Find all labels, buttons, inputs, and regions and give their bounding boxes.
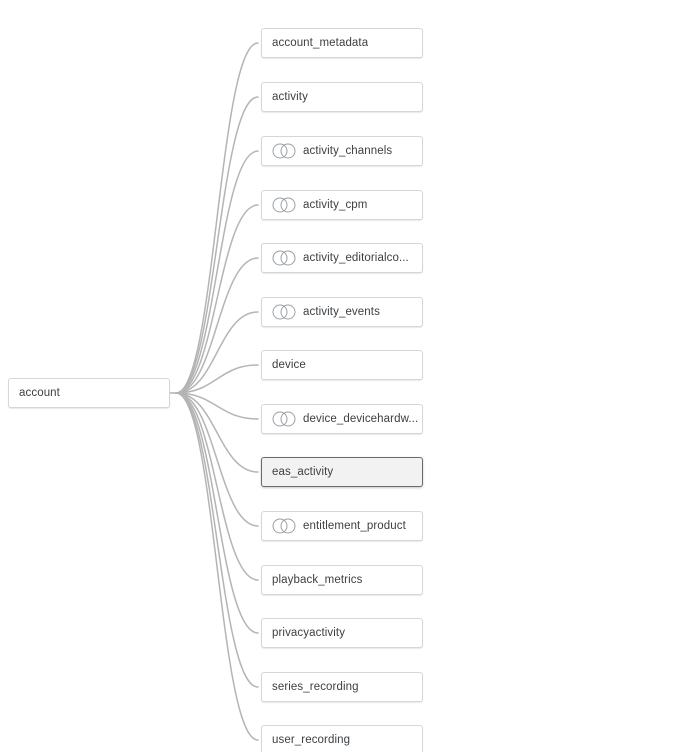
graph-edge-2: [175, 96, 259, 394]
join-relationship-icon: [272, 518, 296, 534]
node-label: series_recording: [272, 681, 359, 693]
join-relationship-icon: [272, 197, 296, 213]
node-label: eas_activity: [272, 466, 334, 478]
graph-node-2[interactable]: activity: [261, 82, 423, 112]
node-label: privacyactivity: [272, 627, 346, 639]
graph-edge-14: [175, 392, 259, 741]
graph-node-3[interactable]: activity_channels: [261, 136, 423, 166]
graph-node-root[interactable]: account: [8, 378, 170, 408]
graph-edge-8: [175, 392, 259, 420]
graph-node-13[interactable]: series_recording: [261, 672, 423, 702]
graph-node-12[interactable]: privacyactivity: [261, 618, 423, 648]
graph-node-14[interactable]: user_recording: [261, 725, 423, 752]
graph-node-5[interactable]: activity_editorialco...: [261, 243, 423, 273]
graph-edge-6: [175, 311, 259, 394]
graph-node-8[interactable]: device_devicehardw...: [261, 404, 423, 434]
join-relationship-icon: [272, 411, 296, 427]
node-label: account_metadata: [272, 37, 369, 49]
graph-edge-3: [175, 150, 259, 394]
graph-node-4[interactable]: activity_cpm: [261, 190, 423, 220]
graph-edge-12: [175, 392, 259, 634]
node-label: activity_cpm: [303, 199, 368, 211]
node-label: activity: [272, 91, 308, 103]
node-label: activity_events: [303, 306, 380, 318]
node-label: account: [19, 387, 60, 399]
node-label: user_recording: [272, 734, 351, 746]
graph-node-selected[interactable]: eas_activity: [261, 457, 423, 487]
graph-node-1[interactable]: account_metadata: [261, 28, 423, 58]
node-label: device: [272, 359, 306, 371]
join-relationship-icon: [272, 250, 296, 266]
graph-edge-10: [175, 392, 259, 527]
graph-node-6[interactable]: activity_events: [261, 297, 423, 327]
graph-edge-9: [175, 392, 259, 473]
node-label: activity_channels: [303, 145, 393, 157]
node-label: device_devicehardw...: [303, 413, 419, 425]
graph-node-10[interactable]: entitlement_product: [261, 511, 423, 541]
graph-edge-11: [175, 392, 259, 581]
graph-edge-13: [175, 392, 259, 688]
graph-edge-5: [175, 257, 259, 394]
node-label: playback_metrics: [272, 574, 363, 586]
join-relationship-icon: [272, 143, 296, 159]
node-label: entitlement_product: [303, 520, 406, 532]
graph-edge-4: [175, 204, 259, 394]
graph-node-7[interactable]: device: [261, 350, 423, 380]
graph-edge-1: [175, 42, 259, 394]
graph-node-11[interactable]: playback_metrics: [261, 565, 423, 595]
node-label: activity_editorialco...: [303, 252, 409, 264]
graph-edge-7: [175, 364, 259, 394]
join-relationship-icon: [272, 304, 296, 320]
